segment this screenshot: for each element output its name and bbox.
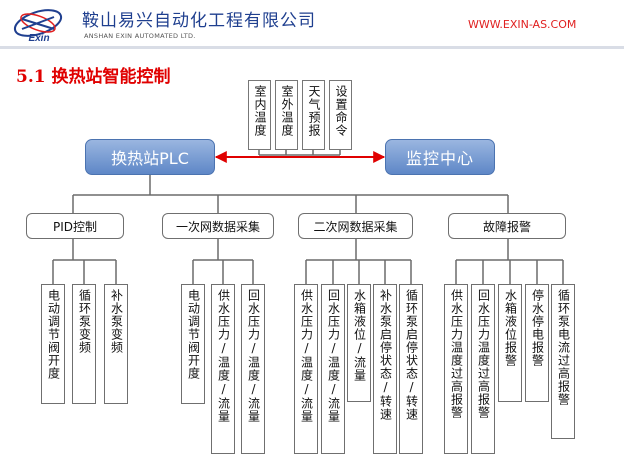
header-divider xyxy=(0,46,624,49)
leaf-secondary-return: 回水压力/温度/流量 xyxy=(321,284,345,454)
leaf-primary-supply: 供水压力/温度/流量 xyxy=(211,284,235,454)
category-connectors xyxy=(72,175,509,213)
plc-node: 换热站PLC xyxy=(85,139,215,175)
leaf-pid-circ-pump-vfd: 循环泵变频 xyxy=(72,284,96,404)
logo-text: Exin xyxy=(28,33,49,44)
section-title: 5.1 换热站智能控制 xyxy=(16,67,171,87)
leaf-primary-valve-opening: 电动调节阀开度 xyxy=(181,284,205,404)
company-name-en: ANSHAN EXIN AUTOMATED LTD. xyxy=(84,32,196,40)
category-pid-control: PID控制 xyxy=(26,213,124,239)
leaf-alarm-supply-high: 供水压力温度过高报警 xyxy=(444,284,468,454)
leaf-secondary-tank-level: 水箱液位/流量 xyxy=(347,284,371,402)
leaf-secondary-circ-pump: 循环泵启停状态/转速 xyxy=(399,284,423,454)
category-primary-data: 一次网数据采集 xyxy=(162,213,274,239)
top-input-connectors xyxy=(258,150,341,156)
company-name-cn: 鞍山易兴自动化工程有限公司 xyxy=(82,11,316,31)
leaf-secondary-supply: 供水压力/温度/流量 xyxy=(294,284,318,454)
leaf-alarm-circ-pump-current: 循环泵电流过高报警 xyxy=(551,284,575,439)
category-fault-alarm: 故障报警 xyxy=(448,213,566,239)
header: Exin 鞍山易兴自动化工程有限公司 ANSHAN EXIN AUTOMATED… xyxy=(0,0,624,50)
leaf-alarm-power-water-outage: 停水停电报警 xyxy=(525,284,549,402)
input-outdoor-temp: 室外温度 xyxy=(275,80,298,150)
leaf-pid-makeup-pump-vfd: 补水泵变频 xyxy=(104,284,128,404)
leaf-secondary-makeup-pump: 补水泵启停状态/转速 xyxy=(373,284,397,454)
monitor-center-node: 监控中心 xyxy=(385,139,495,175)
leaf-pid-valve-opening: 电动调节阀开度 xyxy=(41,284,65,404)
exin-logo: Exin xyxy=(13,9,63,44)
leaf-alarm-return-high: 回水压力温度过高报警 xyxy=(471,284,495,454)
input-indoor-temp: 室内温度 xyxy=(248,80,271,150)
input-weather-forecast: 天气预报 xyxy=(302,80,325,150)
website-link[interactable]: WWW.EXIN-AS.COM xyxy=(468,18,577,31)
category-secondary-data: 二次网数据采集 xyxy=(298,213,413,239)
input-set-command: 设置命令 xyxy=(329,80,352,150)
leaf-primary-return: 回水压力/温度/流量 xyxy=(241,284,265,454)
leaf-alarm-tank-level: 水箱液位报警 xyxy=(498,284,522,402)
leaf-connectors xyxy=(52,239,564,284)
